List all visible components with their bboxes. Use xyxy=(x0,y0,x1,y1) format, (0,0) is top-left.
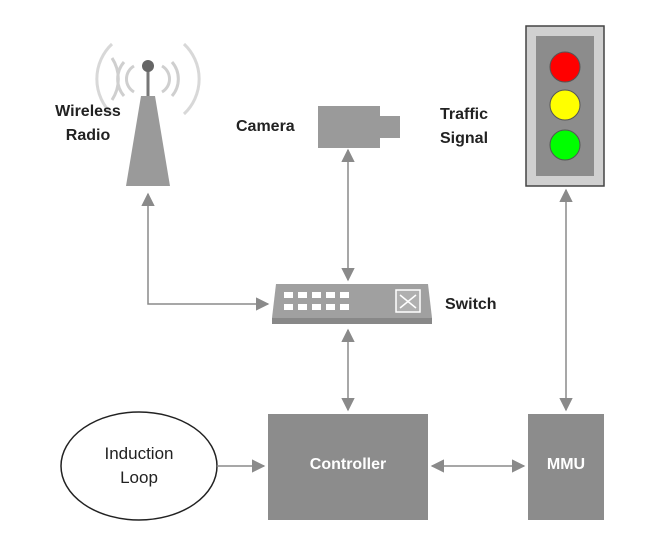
wireless-radio-tower-icon xyxy=(95,42,201,186)
induction-loop-label-line2: Loop xyxy=(120,468,158,487)
controller-box xyxy=(268,414,428,520)
traffic-signal-label: Traffic Signal xyxy=(440,103,488,151)
mmu-box xyxy=(528,414,604,520)
green-light-icon xyxy=(549,129,581,161)
arrow-radio-switch xyxy=(141,192,270,311)
traffic-signal-label-line1: Traffic xyxy=(440,106,489,123)
red-light-icon xyxy=(549,51,581,83)
camera-icon xyxy=(318,106,400,148)
traffic-signal-icon xyxy=(525,25,605,187)
switch-label: Switch xyxy=(445,296,497,313)
wireless-radio-label-line2: Radio xyxy=(65,127,111,144)
induction-loop-label: Induction Loop xyxy=(76,442,202,490)
camera-label: Camera xyxy=(236,118,295,135)
controller-label: Controller xyxy=(309,456,387,473)
wireless-radio-label: Wireless Radio xyxy=(40,100,136,148)
induction-loop-label-line1: Induction xyxy=(104,444,174,463)
yellow-light-icon xyxy=(549,89,581,121)
traffic-signal-label-line2: Signal xyxy=(440,130,489,147)
mmu-label: MMU xyxy=(546,456,586,473)
wireless-radio-label-line1: Wireless xyxy=(55,103,121,120)
network-switch-icon xyxy=(272,284,432,324)
